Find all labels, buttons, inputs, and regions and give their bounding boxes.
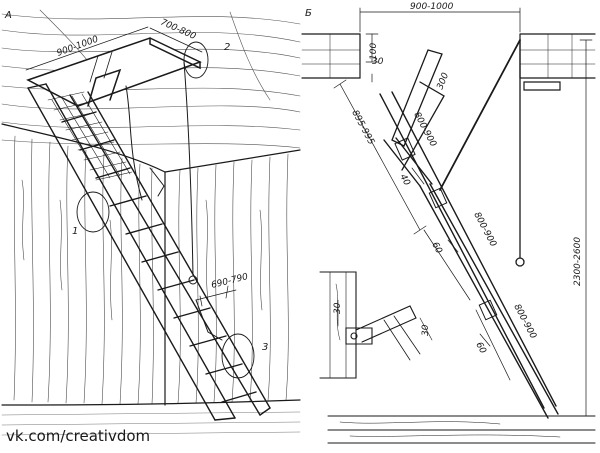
ladder-stiles (379, 91, 559, 419)
dim-first-flight: 895-995 (349, 109, 376, 147)
dim-beam-h: 100 (369, 43, 379, 60)
callout-circles (76, 41, 255, 379)
panel-b-label: Б (305, 8, 312, 19)
inset-dim-b: 30 (421, 324, 431, 336)
room-corner (1, 123, 301, 406)
hinge-detail-inset (319, 271, 433, 379)
floor-section (327, 415, 596, 444)
panel-b: Б 900-1000 (301, 2, 596, 444)
panel-a-dim-lines (25, 26, 237, 307)
dim-seg-lower: 800-900 (511, 303, 538, 341)
dim-gap-60a: 60 (429, 241, 443, 256)
dim-arm-len: 300 (436, 71, 452, 91)
callout-mid-hinge: 1 (72, 226, 78, 237)
top-dimension (359, 7, 521, 33)
dim-gap-60b: 60 (473, 341, 487, 356)
watermark: vk.com/creativdom (6, 427, 150, 445)
hatch-opening (26, 37, 202, 107)
panel-a: А 900-1000 700-800 690-790 2 1 3 (1, 9, 301, 436)
callout-top-hinge: 2 (224, 42, 230, 53)
dim-seg-middle: 800-900 (471, 211, 498, 249)
ladder-mesh (47, 91, 133, 181)
dim-hatch-width: 700-800 (159, 18, 198, 43)
dim-gap-40: 40 (397, 173, 411, 188)
floor-texture (1, 411, 301, 436)
cords-and-arms (125, 61, 223, 341)
dim-offset: 30 (372, 57, 384, 67)
dim-step-width: 690-790 (210, 272, 249, 291)
dim-seg-upper: 800-900 (411, 111, 438, 149)
dim-hatch-length: 900-1000 (56, 35, 100, 59)
dim-top-span: 900-1000 (410, 2, 454, 12)
inset-dim-a: 30 (333, 302, 343, 314)
panel-b-dim-lines (333, 33, 593, 417)
panel-a-label: А (4, 10, 12, 21)
hinge-plates (394, 137, 498, 321)
folding-ladder (27, 83, 271, 421)
hinge-arms (391, 39, 525, 267)
dim-total-height: 2300-2600 (573, 237, 583, 286)
callout-bottom-hinge: 3 (262, 342, 268, 353)
